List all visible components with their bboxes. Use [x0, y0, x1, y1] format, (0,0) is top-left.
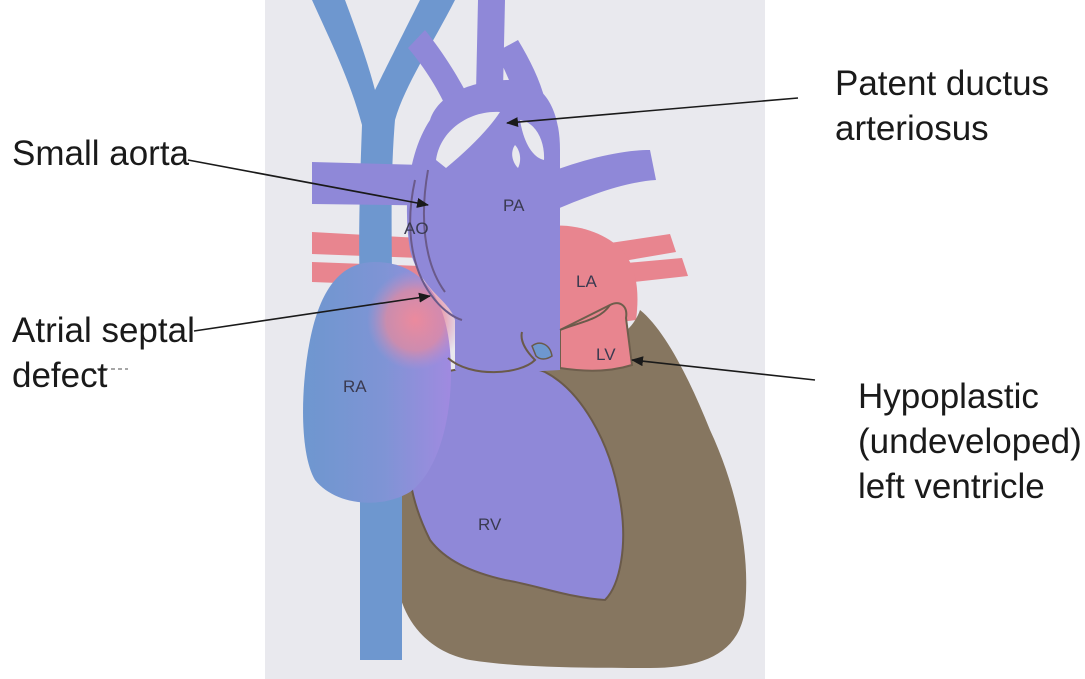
callout-small-aorta-line-1: Small aorta	[12, 131, 189, 176]
inferior-vena-cava	[360, 480, 402, 660]
label-ao: AO	[404, 219, 429, 238]
callout-hypoplastic-lv-line-3: left ventricle	[858, 464, 1082, 509]
label-la: LA	[576, 272, 597, 291]
callout-hypoplastic-lv: Hypoplastic (undeveloped) left ventricle	[858, 374, 1082, 509]
label-ra: RA	[343, 377, 367, 396]
callout-patent-ductus-line-1: Patent ductus	[835, 61, 1049, 106]
callout-hypoplastic-lv-line-1: Hypoplastic	[858, 374, 1082, 419]
callout-small-aorta: Small aorta	[12, 131, 189, 176]
callout-patent-ductus-line-2: arteriosus	[835, 106, 1049, 151]
callout-asd: Atrial septal defect	[12, 308, 195, 398]
callout-asd-line-2: defect	[12, 353, 195, 398]
callout-hypoplastic-lv-line-2: (undeveloped)	[858, 419, 1082, 464]
label-lv: LV	[596, 345, 616, 364]
label-pa: PA	[503, 196, 525, 215]
callout-asd-line-1: Atrial septal	[12, 308, 195, 353]
callout-patent-ductus: Patent ductus arteriosus	[835, 61, 1049, 151]
label-rv: RV	[478, 515, 502, 534]
